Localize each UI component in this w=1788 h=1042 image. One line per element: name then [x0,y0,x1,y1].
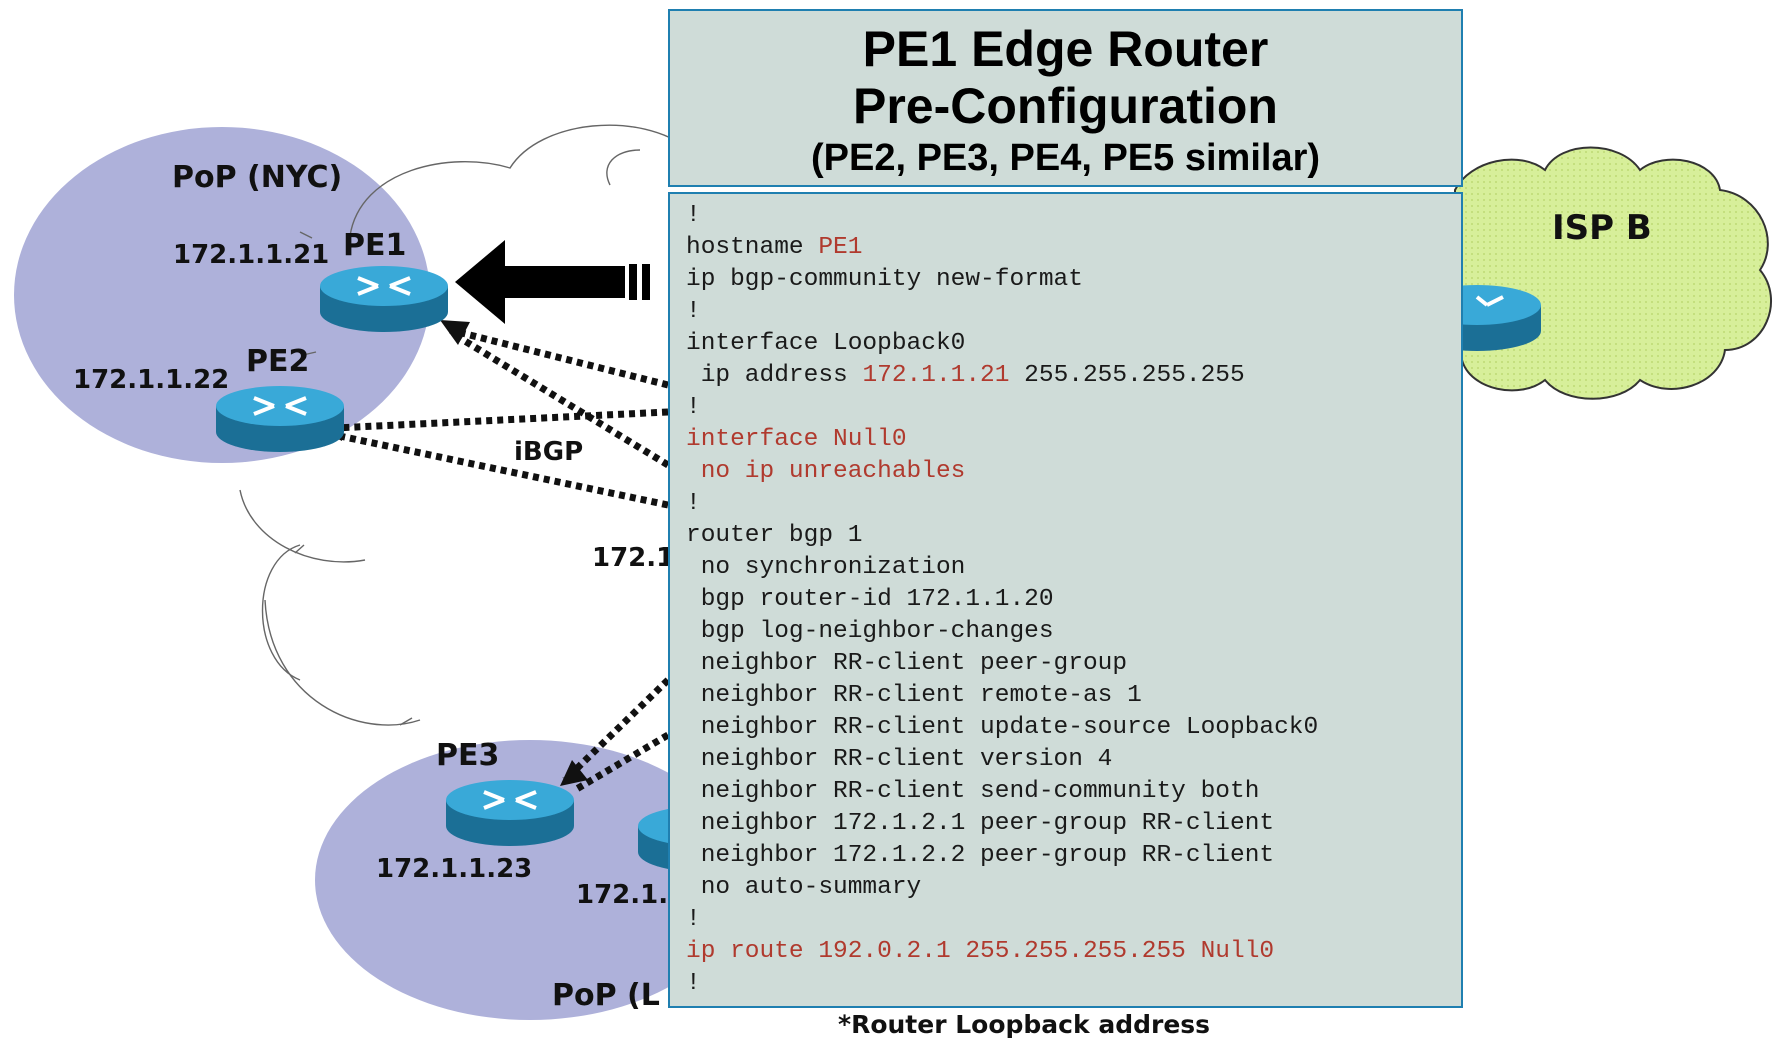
config-highlight-text: no ip unreachables [686,458,966,485]
config-line: interface Loopback0 [686,328,1461,360]
router-isp-b-icon [1463,285,1541,351]
config-text: ! [686,394,701,421]
isp-b-cloud [1441,146,1772,400]
config-line: no synchronization [686,552,1461,584]
config-text: hostname [686,234,819,261]
config-text: ! [686,298,701,325]
config-title: PE1 Edge Router [862,21,1269,77]
config-text: bgp log-neighbor-changes [686,618,1054,645]
pop-la-label: PoP (L [552,978,660,1013]
config-text: neighbor RR-client peer-group [686,650,1128,677]
config-line: ! [686,200,1461,232]
config-text: neighbor RR-client update-source Loopbac… [686,714,1319,741]
config-line: neighbor RR-client update-source Loopbac… [686,712,1461,744]
router-pe2-name: PE2 [246,344,310,379]
config-text: ip bgp-community new-format [686,266,1083,293]
config-text: 255.255.255.255 [1009,362,1245,389]
config-text: neighbor 172.1.2.2 peer-group RR-client [686,842,1275,869]
config-line: neighbor RR-client version 4 [686,744,1461,776]
config-line: neighbor RR-client send-community both [686,776,1461,808]
config-subtitle: Pre-Configuration [853,78,1278,134]
partial-ip-label-1: 172.1 [592,543,675,573]
config-title-panel: PE1 Edge Router Pre-Configuration (PE2, … [668,9,1463,187]
config-text: ! [686,202,701,229]
config-line: ! [686,904,1461,936]
config-text: ip address [686,362,863,389]
config-line: ip bgp-community new-format [686,264,1461,296]
router-pe1-icon [320,266,448,332]
config-text: ! [686,970,701,997]
config-line: ! [686,296,1461,328]
config-text: neighbor RR-client send-community both [686,778,1260,805]
config-text: neighbor RR-client remote-as 1 [686,682,1142,709]
pop-nyc-label: PoP (NYC) [172,160,343,195]
config-line: ! [686,968,1461,1000]
config-line: neighbor 172.1.2.2 peer-group RR-client [686,840,1461,872]
config-line: neighbor RR-client remote-as 1 [686,680,1461,712]
config-text: ! [686,906,701,933]
config-highlight-text: 172.1.1.21 [862,362,1010,389]
config-text: neighbor 172.1.2.1 peer-group RR-client [686,810,1275,837]
router-pe3-name: PE3 [436,738,500,773]
config-line: ! [686,488,1461,520]
router-partial-la-icon [638,809,668,869]
big-arrow [455,240,650,324]
config-text: bgp router-id 172.1.1.20 [686,586,1054,613]
config-line: no auto-summary [686,872,1461,904]
config-highlight-text: ip route 192.0.2.1 255.255.255.255 Null0 [686,938,1275,965]
config-note: (PE2, PE3, PE4, PE5 similar) [810,137,1321,179]
config-text: ! [686,490,701,517]
config-highlight-text: interface Null0 [686,426,907,453]
config-text: router bgp 1 [686,522,863,549]
config-line: no ip unreachables [686,456,1461,488]
config-line: interface Null0 [686,424,1461,456]
pop-la-region [315,740,745,1020]
ibgp-sessions [334,326,671,794]
config-line: router bgp 1 [686,520,1461,552]
router-pe3-icon [446,780,574,846]
config-line: ip address 172.1.1.21 255.255.255.255 [686,360,1461,392]
partial-ip-label-2: 172.1. [576,880,669,910]
footnote: *Router Loopback address [838,1010,1211,1039]
config-text: neighbor RR-client version 4 [686,746,1113,773]
config-text: interface Loopback0 [686,330,966,357]
ibgp-label: iBGP [514,437,584,467]
config-highlight-text: PE1 [818,234,863,261]
config-line: ! [686,392,1461,424]
router-pe2-ip: 172.1.1.22 [73,365,230,395]
config-line: bgp router-id 172.1.1.20 [686,584,1461,616]
config-line: ip route 192.0.2.1 255.255.255.255 Null0 [686,936,1461,968]
config-text: no auto-summary [686,874,922,901]
isp-b-label: ISP B [1552,208,1652,248]
pop-nyc-region [14,127,430,463]
config-line: neighbor 172.1.2.1 peer-group RR-client [686,808,1461,840]
config-line: bgp log-neighbor-changes [686,616,1461,648]
config-line: neighbor RR-client peer-group [686,648,1461,680]
router-pe1-name: PE1 [343,228,407,263]
core-cloud-outline [239,124,691,726]
router-pe2-icon [216,386,344,452]
router-pe3-ip: 172.1.1.23 [376,854,533,884]
router-pe1-ip: 172.1.1.21 [173,240,330,270]
config-text: no synchronization [686,554,966,581]
config-line: hostname PE1 [686,232,1461,264]
